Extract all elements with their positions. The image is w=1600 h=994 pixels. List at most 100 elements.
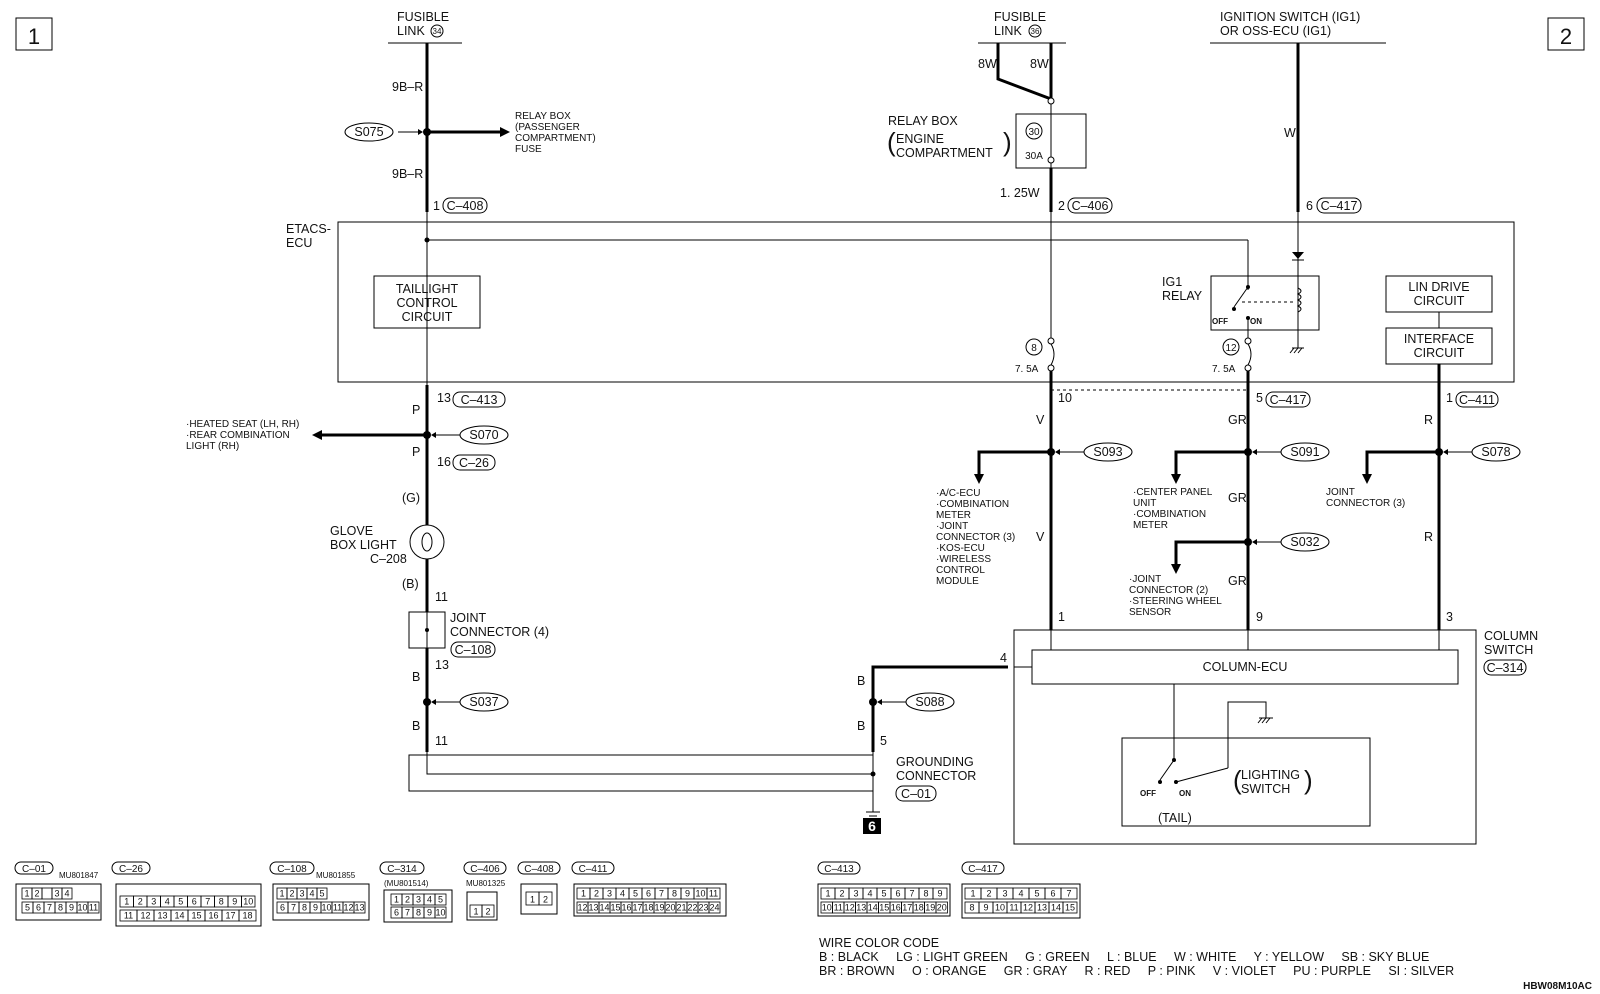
s070-dest-2: ·REAR COMBINATION	[186, 430, 290, 441]
connector-pin-label: 1	[825, 889, 830, 899]
fusible-link-36-num-circle	[1028, 24, 1042, 38]
conn-c108-label: C–108	[455, 643, 492, 657]
conn-view-c411-tag	[571, 861, 615, 875]
connector-pin-label: 6	[646, 889, 651, 899]
wire-label-gr1: GR	[1228, 413, 1247, 427]
pin-9: 9	[1256, 610, 1263, 624]
conn-c108-tag	[450, 641, 496, 658]
conn-c408-tag	[442, 197, 488, 214]
conn-view-c413-tag	[817, 861, 861, 875]
connector-pin-label: 1	[24, 889, 29, 899]
lighting-off: OFF	[1140, 789, 1156, 798]
conn-view-c406-part: MU801325	[466, 879, 506, 888]
lighting-ground-h1	[1257, 717, 1263, 724]
column-switch-label-2: SWITCH	[1484, 643, 1533, 657]
connector-pin-label: 6	[280, 903, 285, 913]
connector-pin-label: 18	[643, 903, 653, 913]
arrow-s070	[312, 430, 322, 440]
etacs-label-1: ETACS-	[286, 222, 331, 236]
connector-pin-cell	[238, 909, 257, 922]
conn-c411-label: C–411	[1459, 393, 1495, 407]
ig1-ground-h3	[1297, 347, 1303, 354]
lighting-paren-r: )	[1304, 765, 1313, 795]
connector-pin-label: 9	[313, 903, 318, 913]
page-marker-2: 2	[1560, 24, 1572, 49]
connector-pin-label: 14	[868, 903, 878, 913]
conn-view-c01-part: MU801847	[59, 871, 99, 880]
connector-pin-label: 8	[416, 908, 421, 918]
fusible-link-36-label2: LINK	[994, 24, 1022, 38]
connector-pin-label: 2	[405, 895, 410, 905]
connector-pin-label: 10	[77, 903, 87, 913]
connector-pin-label: 10	[822, 903, 832, 913]
fusible-link-36-label: FUSIBLE	[994, 10, 1046, 24]
lighting-ground-h2	[1261, 717, 1267, 724]
conn-view-c413-body	[817, 883, 951, 917]
conn-view-c108-part: MU801855	[316, 871, 356, 880]
connector-pin-label: 7	[659, 889, 664, 899]
grounding-label-2: CONNECTOR	[896, 769, 976, 783]
connector-pin-cell	[1060, 887, 1078, 900]
branch-s078	[1365, 450, 1439, 474]
connector-pin-label: 17	[225, 911, 235, 921]
branch-s093	[977, 450, 1051, 474]
ground-point-num: 6	[868, 818, 876, 834]
splice-arrowhead-s091	[1252, 449, 1257, 455]
splice-s091	[1280, 442, 1330, 462]
legend-title: WIRE COLOR CODE	[819, 936, 939, 950]
relay-box-passenger-1: RELAY BOX	[515, 111, 571, 122]
conn-view-c408-body	[520, 883, 558, 915]
relay-box-engine-paren-r: )	[1003, 127, 1012, 157]
s093-dest-3: METER	[936, 510, 971, 521]
conn-c314-tag	[1483, 659, 1527, 676]
branch-s091	[1174, 450, 1248, 474]
connector-pin-label: 1	[473, 907, 478, 917]
conn-c413-label: C–413	[461, 393, 498, 407]
s091-dest-4: METER	[1133, 520, 1168, 531]
conn-view-c108-body	[272, 883, 370, 921]
wire-label-p1: P	[412, 403, 420, 417]
wire-label-bb: (B)	[402, 577, 419, 591]
relay-box-engine-paren-l: (	[887, 127, 896, 157]
connector-pin-label: 11	[1009, 903, 1018, 913]
connector-pin-label: 16	[891, 903, 901, 913]
connector-pin-label: 7	[291, 903, 296, 913]
glove-box-light-filament	[421, 532, 433, 552]
wire-label-gr3: GR	[1228, 574, 1247, 588]
connector-pin-label: 18	[242, 911, 252, 921]
connector-pin-label: 3	[299, 889, 304, 899]
interface-label-1: INTERFACE	[1404, 332, 1474, 346]
wire-label-9br-b: 9B–R	[392, 167, 423, 181]
connector-pin-label: 15	[1065, 903, 1075, 913]
connector-pin-label: 8	[969, 903, 974, 913]
wire-label-8w-a: 8W	[978, 57, 997, 71]
connector-pin-label: 19	[925, 903, 935, 913]
ig1-relay-label-2: RELAY	[1162, 289, 1203, 303]
connector-pin-label: 13	[1037, 903, 1047, 913]
connector-pin-label: 7	[405, 908, 410, 918]
lighting-switch-box	[1121, 737, 1371, 827]
ig1-ground-h2	[1293, 347, 1299, 354]
fuse12-amp: 7. 5A	[1212, 364, 1236, 375]
conn-view-c314-tag	[379, 861, 425, 875]
s091-dest-3: ·COMBINATION	[1133, 509, 1206, 520]
splice-s088	[905, 692, 955, 712]
grounding-label-1: GROUNDING	[896, 755, 974, 769]
conn-c413-tag	[452, 391, 506, 408]
connector-pin-label: 5	[178, 897, 183, 907]
connector-pin-label: 10	[321, 903, 331, 913]
connector-pin-label: 6	[1050, 889, 1055, 899]
interface-label-2: CIRCUIT	[1414, 346, 1465, 360]
pin-4: 4	[1000, 651, 1007, 665]
connector-pin-cell	[434, 893, 447, 906]
connector-pin-label: 15	[610, 903, 620, 913]
connector-pin-label: 11	[89, 903, 98, 913]
conn-c417a-tag	[1316, 197, 1362, 214]
glove-label-2: BOX LIGHT	[330, 538, 397, 552]
wire-label-b4: B	[857, 719, 865, 733]
splice-dot-s088	[869, 698, 877, 706]
legend-row-1: B : BLACK LG : LIGHT GREEN G : GREEN L :…	[819, 950, 1429, 964]
etacs-label-2: ECU	[286, 236, 312, 250]
